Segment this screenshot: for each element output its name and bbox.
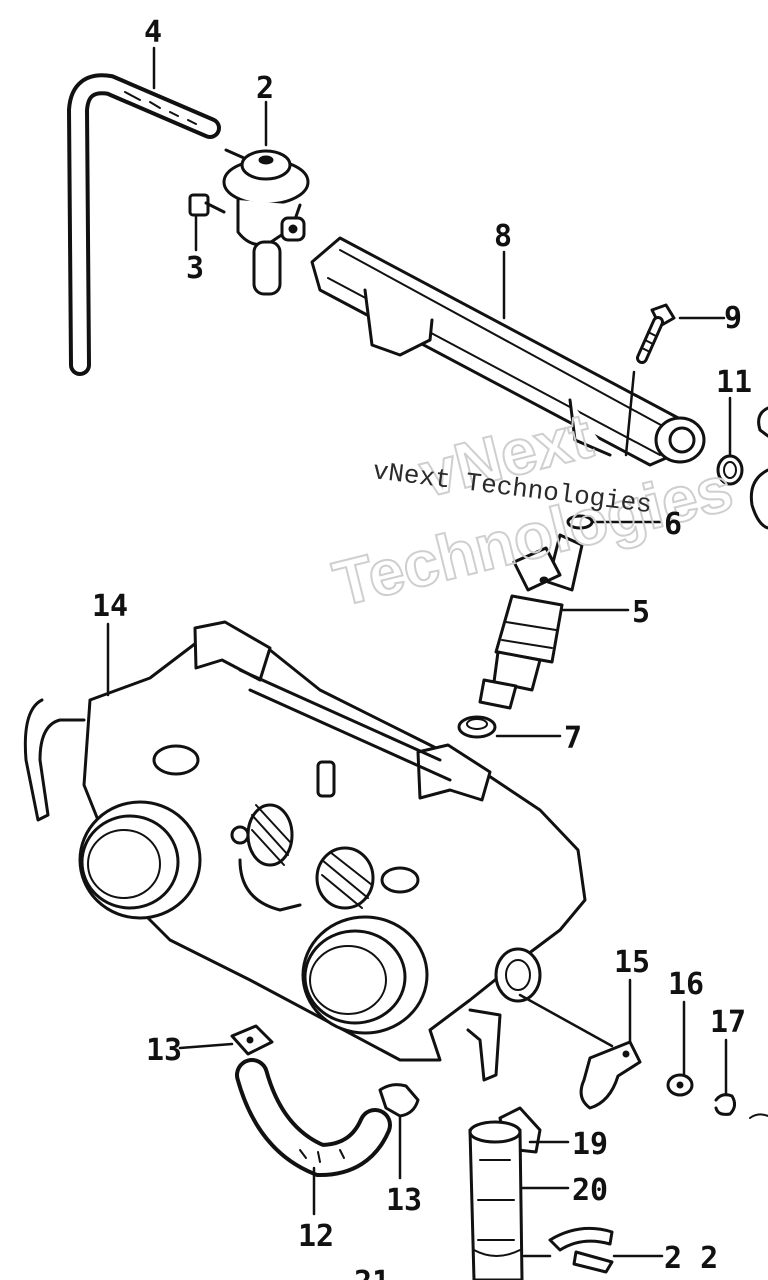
part-12-bent-hose: [235, 1058, 392, 1178]
part-4-vacuum-hose: [67, 73, 221, 376]
callout-17: 17: [710, 1005, 746, 1040]
callout-15: 15: [614, 945, 650, 980]
callout-20: 20: [572, 1173, 608, 1208]
callout-16: 16: [668, 967, 704, 1002]
part-22-band-clamp: [548, 1226, 614, 1274]
callout-22: 2 2: [664, 1241, 718, 1276]
part-7-seal: [457, 715, 497, 739]
part-8-fuel-rail: [310, 236, 706, 467]
callout-14: 14: [92, 589, 128, 624]
part-16-washer: [666, 1073, 694, 1097]
callout-7: 7: [564, 721, 582, 756]
callout-19: 19: [572, 1127, 608, 1162]
part-6-seal: [566, 514, 594, 530]
callout-6: 6: [664, 507, 682, 542]
callout-5: 5: [632, 595, 650, 630]
callout-12: 12: [298, 1219, 334, 1254]
callout-3: 3: [186, 251, 204, 286]
part-15-clamp: [579, 1040, 642, 1110]
part-20-vertical-hose: [468, 1120, 524, 1280]
callout-13-lower: 13: [386, 1183, 422, 1218]
leader-lines: [106, 46, 732, 1258]
callout-8: 8: [494, 219, 512, 254]
callout-4: 4: [144, 15, 162, 50]
callout-11: 11: [716, 365, 752, 400]
partial-right-part: [749, 406, 768, 530]
callout-21: 21: [354, 1265, 390, 1280]
part-5-injector: [478, 533, 584, 710]
callout-9: 9: [724, 301, 742, 336]
callout-labels: 4 2 3 8 9 11 6 5 14 7 15 16 17 13 13 19 …: [92, 15, 752, 1280]
callout-2: 2: [256, 71, 274, 106]
part-3-screw: [188, 193, 226, 217]
part-2-pressure-regulator: [222, 148, 310, 296]
part-14-throttle-body: [23, 620, 587, 1082]
part-13-clip-upper: [230, 1024, 274, 1056]
part-13-clip-lower: [378, 1083, 420, 1118]
part-9-bolt: [636, 303, 676, 364]
callout-13-upper: 13: [146, 1033, 182, 1068]
part-17-spring-washer: [714, 1093, 768, 1119]
